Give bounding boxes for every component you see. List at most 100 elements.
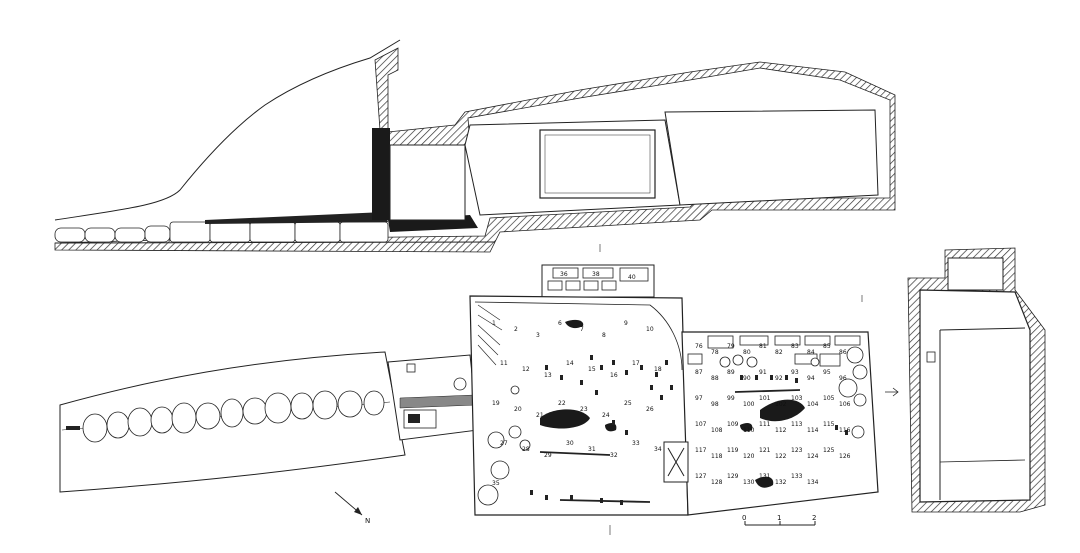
object-number-label: 3 [536,332,540,339]
object-number-label: 121 [759,447,771,454]
object-number-label: 82 [775,349,783,356]
object-number-label: 38 [592,271,600,278]
object-number-label: 12 [522,366,530,373]
ramp-stones [54,221,389,243]
object-number-label: 104 [807,401,819,408]
ground-line [54,241,496,244]
object-number-label: 113 [791,421,803,428]
object-number-label: 81 [759,343,767,350]
object-number-label: 114 [807,427,819,434]
object-number-label: 120 [743,453,755,460]
object-number-label: 29 [544,452,552,459]
object-number-label: 20 [514,406,522,413]
object-number-label: 94 [807,375,815,382]
object-number-label: 9 [624,320,628,327]
scale-label-0: 0 [742,514,746,522]
object-number-label: 36 [560,271,568,278]
object-number-label: 92 [775,375,783,382]
object-number-label: 86 [839,349,847,356]
object-number-label: 96 [839,375,847,382]
object-number-label: 17 [632,360,640,367]
object-number-label: 130 [743,479,755,486]
object-number-label: 108 [711,427,723,434]
object-number-label: 10 [646,326,654,333]
object-number-label: 34 [654,446,662,453]
object-number-label: 105 [823,395,835,402]
object-number-label: 117 [695,447,707,454]
object-number-label: 21 [536,412,544,419]
object-number-label: 76 [695,343,703,350]
object-number-label: 95 [823,369,831,376]
object-number-label: 19 [492,400,500,407]
object-number-label: 83 [791,343,799,350]
ramp-plan-stones [82,390,385,443]
ramp-dark-fill [205,212,388,224]
north-arrow: N [334,491,370,525]
scattered-objects [477,346,868,506]
object-number-label: 87 [695,369,703,376]
object-number-label: 22 [558,400,566,407]
object-number-label: 2 [514,326,518,333]
dark-clusters [540,319,805,488]
small-marks [530,355,848,505]
object-number-label: 102 [775,401,787,408]
object-number-label: 93 [791,369,799,376]
object-number-label: 13 [544,372,552,379]
cross-interior [919,289,1031,503]
object-number-label: 116 [839,427,851,434]
chambers-section [389,109,879,221]
object-number-label: 23 [580,406,588,413]
object-number-label: 122 [775,453,787,460]
object-number-label: 110 [743,427,755,434]
object-number-label: 35 [492,480,500,487]
hill-contour [54,39,401,221]
object-number-label: 127 [695,473,707,480]
object-number-label: 80 [743,349,751,356]
object-number-label: 112 [775,427,787,434]
object-number-label: 18 [654,366,662,373]
object-number-label: 107 [695,421,707,428]
object-number-label: 99 [727,395,735,402]
object-number-label: 84 [807,349,815,356]
object-number-label: 85 [823,343,831,350]
front-chamber [469,295,689,516]
object-number-label: 119 [727,447,739,454]
object-number-label: 11 [500,360,508,367]
north-arrow-label: N [365,517,370,525]
object-number-label: 25 [624,400,632,407]
object-number-label: 24 [602,412,610,419]
object-number-label: 103 [791,395,803,402]
object-number-label: 32 [610,452,618,459]
object-number-label: 97 [695,395,703,402]
object-number-label: 101 [759,395,771,402]
object-number-label: 91 [759,369,767,376]
object-number-label: 40 [628,274,636,281]
object-number-label: 90 [743,375,751,382]
object-number-label: 118 [711,453,723,460]
object-number-label: 79 [727,343,735,350]
object-number-label: 134 [807,479,819,486]
object-number-label: 128 [711,479,723,486]
rear-boxes [687,335,861,367]
object-number-label: 109 [727,421,739,428]
front-chamber-labels: 1236789101112131415161718192021222324252… [492,320,662,487]
object-number-label: 100 [743,401,755,408]
object-number-label: 98 [711,401,719,408]
object-number-label: 7 [580,326,584,333]
object-number-label: 111 [759,421,771,428]
object-number-label: 1 [492,320,496,327]
object-number-label: 124 [807,453,819,460]
object-number-label: 26 [646,406,654,413]
scale-bar: 0 1 2 [742,514,816,526]
object-number-label: 89 [727,369,735,376]
cross-section [885,247,1046,513]
object-number-label: 6 [558,320,562,327]
linear-objects [539,389,801,503]
tomb-plan: N 0 1 2 [59,244,879,535]
object-number-label: 129 [727,473,739,480]
object-number-label: 126 [839,453,851,460]
object-number-label: 115 [823,421,835,428]
longitudinal-section [54,39,896,253]
object-number-label: 15 [588,366,596,373]
